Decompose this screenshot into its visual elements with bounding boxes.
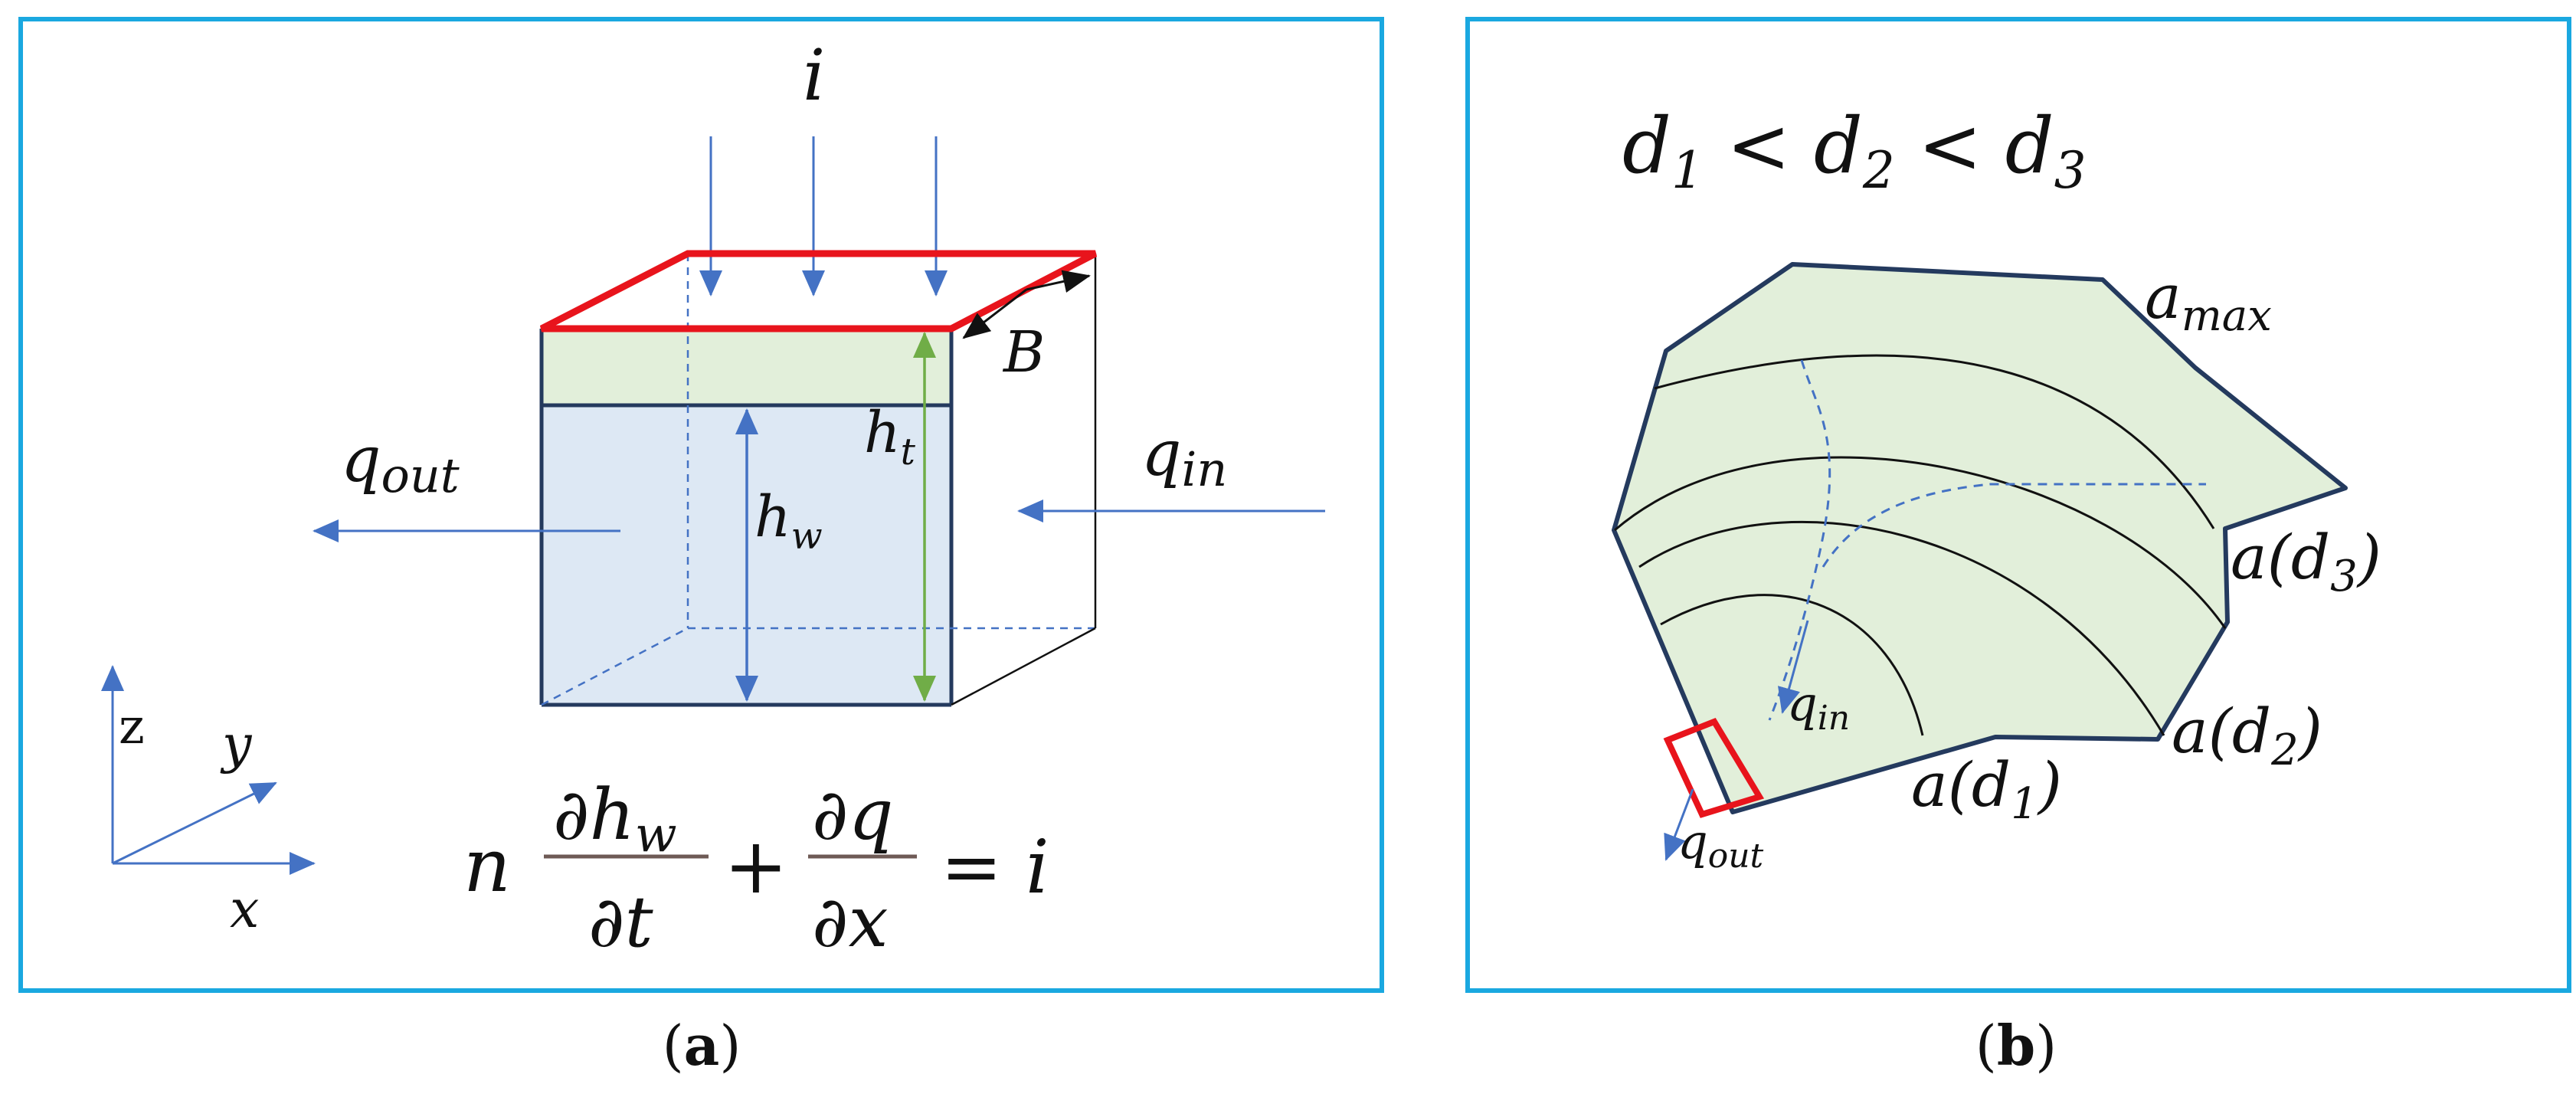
- flow-paths: [1768, 359, 2206, 721]
- eq-plus: +: [724, 821, 788, 911]
- rain-label: i: [803, 34, 825, 116]
- h-water-label: hw: [754, 484, 823, 558]
- flow-q-in-arrow: [1778, 620, 1809, 714]
- catchment-area: [1612, 262, 2348, 814]
- flow-path-branch: [1822, 483, 2206, 568]
- eq-num2: ∂q: [812, 774, 893, 856]
- flow-element-red-square: [1663, 718, 1765, 818]
- flow-q-out-arrow: [1664, 788, 1694, 861]
- contour-d1: [1660, 594, 1924, 736]
- panel-b-frame: [1465, 17, 2571, 993]
- eq-num1: ∂hw: [553, 774, 677, 863]
- panel-a-caption: (a): [663, 1013, 741, 1078]
- q-out-label: qout: [341, 424, 460, 503]
- axis-z-label: z: [119, 699, 145, 755]
- rain-arrows: [699, 136, 948, 296]
- width-label: B: [1002, 319, 1045, 385]
- flow-path-main: [1768, 359, 1831, 721]
- h-total-label: ht: [864, 400, 916, 473]
- box-edges: [539, 326, 954, 707]
- width-arrow-1: [1026, 270, 1091, 293]
- label-q-in: qin: [1787, 676, 1850, 738]
- label-a-d1: a(d1): [1911, 749, 2062, 829]
- contour-amax: [1654, 354, 2215, 529]
- eq-den1: ∂t: [588, 881, 654, 963]
- label-a-d3: a(d3): [2231, 522, 2381, 601]
- box-soil-layer: [542, 329, 951, 405]
- box-top-red-outline: [539, 250, 1098, 332]
- coordinate-axes: [101, 665, 316, 875]
- label-a-d2: a(d2): [2172, 696, 2322, 775]
- axis-y-label: y: [220, 715, 253, 775]
- panel-b: d1<d2<d3 amax a(d3) a(d2) a(d1) qin qout…: [1465, 17, 2571, 1078]
- eq-den2: ∂x: [812, 881, 888, 963]
- width-arrow-2: [962, 288, 1027, 339]
- panel-a: i B ht hw: [18, 17, 1384, 1078]
- eq-equals: = i: [941, 824, 1049, 910]
- eq-coef: n: [463, 823, 511, 909]
- inequality: d1<d2<d3: [1622, 101, 2087, 200]
- label-q-out: qout: [1678, 814, 1764, 876]
- contour-d2: [1638, 520, 2165, 736]
- contour-lines: [1614, 354, 2227, 736]
- box-hidden-edges: [541, 254, 1095, 706]
- box-back-edges: [951, 254, 1097, 706]
- q-in-label: qin: [1141, 418, 1227, 497]
- panel-a-frame: [18, 17, 1384, 993]
- contour-d3: [1614, 456, 2227, 629]
- axis-x-label: x: [230, 879, 259, 940]
- panel-b-caption: (b): [1975, 1013, 2057, 1078]
- governing-equation: n ∂hw ∂t + ∂q ∂x = i: [463, 774, 1049, 963]
- label-amax: amax: [2145, 261, 2272, 341]
